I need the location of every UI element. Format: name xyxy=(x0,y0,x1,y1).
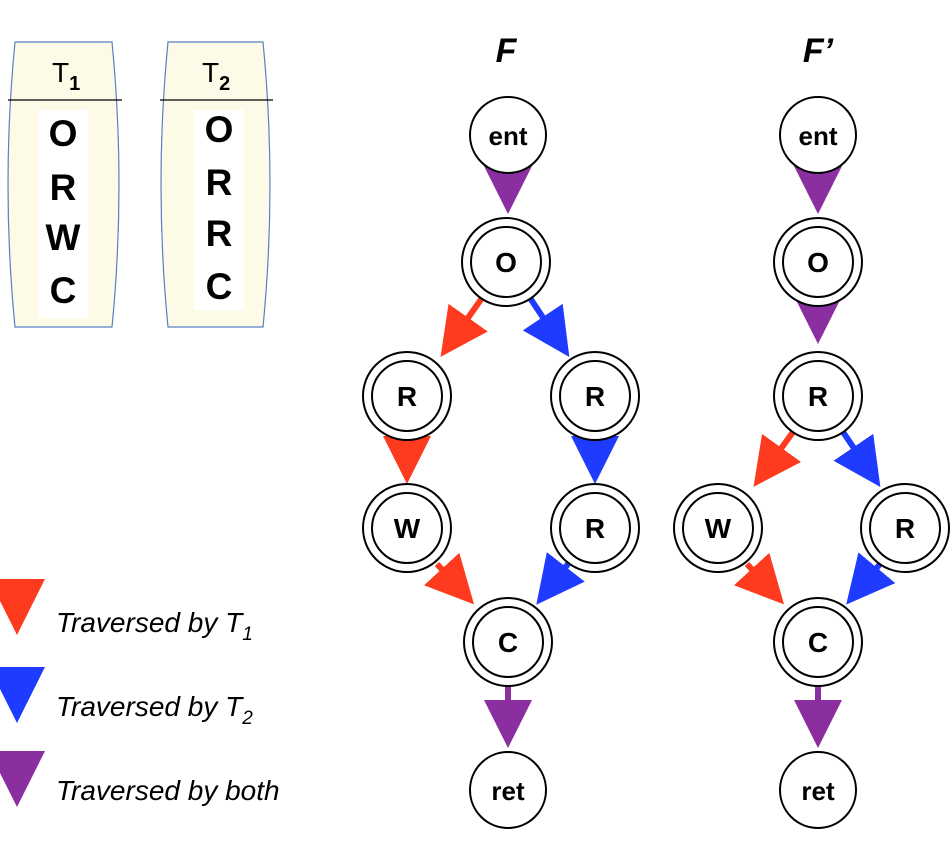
node-f-c: C xyxy=(463,597,553,687)
legend-label-t2: Traversed by T2 xyxy=(56,691,253,729)
node-fp-w: W xyxy=(673,483,763,573)
trace-t1-op: C xyxy=(50,270,77,311)
svg-text:R: R xyxy=(895,513,915,544)
svg-text:W: W xyxy=(705,513,732,544)
graph-f-title: F xyxy=(496,32,518,70)
graph-f-prime: F’ ent O R W R xyxy=(673,32,950,829)
edge-f-o-r1 xyxy=(440,296,488,357)
node-f-w: W xyxy=(362,483,452,573)
svg-text:R: R xyxy=(808,381,828,412)
graph-f-prime-title: F’ xyxy=(803,32,834,70)
edge-fp-w-c xyxy=(733,552,785,605)
trace-t1-op-column xyxy=(38,110,88,318)
edge-fp-r-w xyxy=(753,430,802,487)
node-fp-o: O xyxy=(773,217,863,307)
svg-text:R: R xyxy=(585,381,605,412)
node-f-ret: ret xyxy=(469,751,547,829)
legend-item-t2: Traversed by T2 xyxy=(0,667,253,729)
node-f-r3: R xyxy=(550,483,640,573)
node-fp-r2: R xyxy=(860,483,950,573)
svg-text:O: O xyxy=(807,247,829,278)
trace-t2: T2 O R R C xyxy=(160,41,273,328)
trace-t1: T1 O R W C xyxy=(7,41,122,328)
trace-t2-op: O xyxy=(205,109,234,150)
svg-text:ent: ent xyxy=(799,121,838,151)
graph-f: F ent O R R xyxy=(362,32,640,829)
trace-t1-label: T1 xyxy=(52,57,80,95)
node-f-o: O xyxy=(461,217,551,307)
node-fp-ent: ent xyxy=(779,96,857,174)
legend-item-t1: Traversed by T1 xyxy=(0,579,253,645)
node-f-ent: ent xyxy=(469,96,547,174)
edge-f-r3-c xyxy=(536,552,585,605)
svg-text:R: R xyxy=(397,381,417,412)
trace-t1-op: W xyxy=(46,217,81,258)
legend-label-both: Traversed by both xyxy=(56,775,280,806)
node-fp-c: C xyxy=(773,597,863,687)
trace-t2-op-column xyxy=(194,110,244,310)
edge-f-w-c xyxy=(423,552,475,605)
svg-text:ret: ret xyxy=(491,776,525,806)
svg-text:O: O xyxy=(495,247,517,278)
legend-item-both: Traversed by both xyxy=(0,751,280,807)
node-f-r1: R xyxy=(362,351,452,441)
trace-t2-op: C xyxy=(206,266,233,307)
node-fp-r: R xyxy=(773,351,863,441)
trace-t1-op: R xyxy=(50,167,77,208)
edge-fp-r2-c xyxy=(846,552,896,605)
trace-t2-op: R xyxy=(206,213,233,254)
node-f-r2: R xyxy=(550,351,640,441)
svg-text:W: W xyxy=(394,513,421,544)
svg-text:C: C xyxy=(498,627,518,658)
edge-fp-r-r2 xyxy=(833,430,881,487)
trace-t1-op: O xyxy=(49,113,78,154)
svg-text:C: C xyxy=(808,627,828,658)
legend: Traversed by T1 Traversed by T2 Traverse… xyxy=(0,579,280,807)
legend-label-t1: Traversed by T1 xyxy=(56,607,253,645)
trace-t2-label: T2 xyxy=(202,57,230,95)
node-fp-ret: ret xyxy=(779,751,857,829)
trace-t2-op: R xyxy=(206,162,233,203)
svg-text:R: R xyxy=(585,513,605,544)
svg-text:ret: ret xyxy=(801,776,835,806)
edge-f-o-r2 xyxy=(522,296,570,357)
svg-text:ent: ent xyxy=(489,121,528,151)
